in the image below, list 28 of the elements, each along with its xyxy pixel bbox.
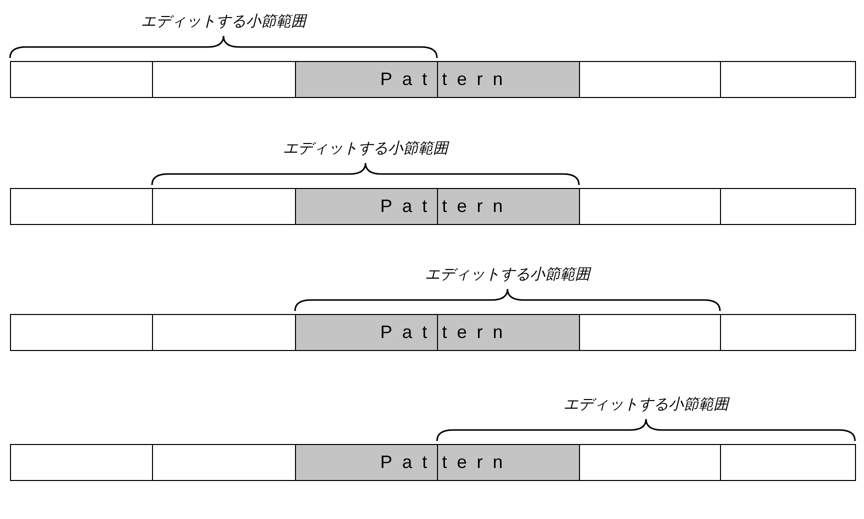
measure-cell [720, 61, 856, 98]
measure-cell [10, 314, 153, 351]
range-caption: エディットする小節範囲 [562, 395, 731, 415]
measure-cell [152, 188, 296, 225]
pattern-cell: tern [437, 314, 580, 351]
measure-cell [152, 314, 296, 351]
pattern-cell: Pat [295, 444, 438, 481]
range-caption: エディットする小節範囲 [424, 265, 592, 285]
measure-cell [579, 61, 721, 98]
measure-cell [579, 188, 721, 225]
pattern-cell: Pat [295, 314, 438, 351]
measure-cell [579, 444, 721, 481]
measure-cell [152, 61, 296, 98]
measure-cell [720, 444, 856, 481]
pattern-cell: Pat [295, 61, 438, 98]
range-caption: エディットする小節範囲 [140, 12, 308, 32]
measure-cell [720, 314, 856, 351]
measure-cell [10, 444, 153, 481]
pattern-cell: tern [437, 444, 580, 481]
measure-cell [579, 314, 721, 351]
measure-cell [720, 188, 856, 225]
range-caption: エディットする小節範囲 [282, 139, 450, 159]
pattern-cell: tern [437, 61, 580, 98]
measure-cell [10, 188, 153, 225]
measure-cell [10, 61, 153, 98]
measure-cell [152, 444, 296, 481]
pattern-cell: tern [437, 188, 580, 225]
pattern-cell: Pat [295, 188, 438, 225]
